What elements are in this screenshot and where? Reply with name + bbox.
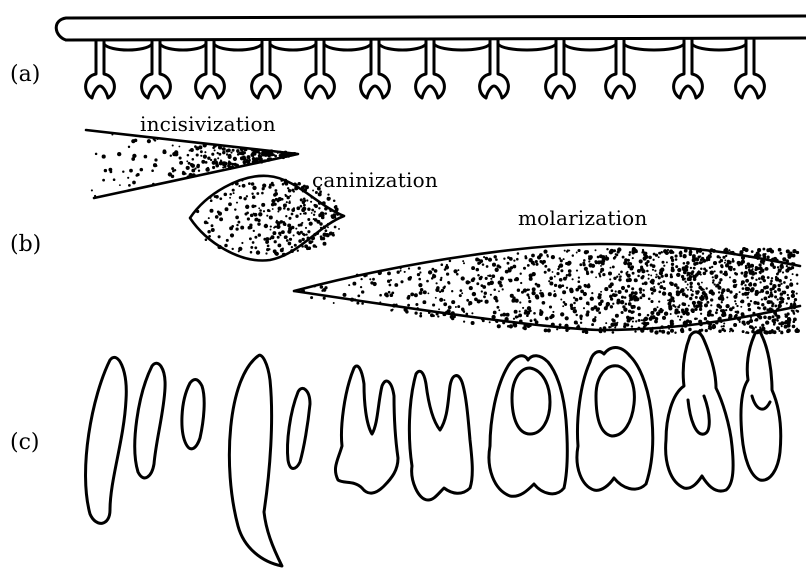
incisivization-field xyxy=(86,130,298,198)
panel-label-c: (c) xyxy=(10,432,40,454)
lamina-band-top xyxy=(56,16,806,40)
incisor-3 xyxy=(182,380,204,449)
premolar-1 xyxy=(287,388,310,468)
lamina-arch xyxy=(104,44,152,50)
lamina-arch xyxy=(270,44,316,50)
lamina-arch xyxy=(324,44,371,50)
molarization-stipple xyxy=(301,247,800,335)
lamina-arch xyxy=(624,44,684,50)
molarization-field xyxy=(294,244,800,335)
tooth-buds xyxy=(86,40,765,98)
premolar-2 xyxy=(335,366,398,493)
lamina-arch xyxy=(564,44,616,50)
caninization-label: caninization xyxy=(312,170,438,190)
lamina-arch xyxy=(498,44,556,50)
premolar-3 xyxy=(409,371,472,500)
lamina-arch xyxy=(379,44,426,50)
dental-lamina xyxy=(56,16,806,40)
molar-4 xyxy=(741,332,781,481)
molar-2 xyxy=(577,348,653,491)
canine xyxy=(229,355,282,566)
incisor-1 xyxy=(86,357,127,523)
tooth-row xyxy=(86,332,781,567)
molarization-label: molarization xyxy=(518,208,648,228)
incisor-2 xyxy=(135,363,165,478)
molar-1 xyxy=(489,356,567,497)
molar-3 xyxy=(666,332,733,491)
lamina-arch xyxy=(160,44,206,50)
incisivization-label: incisivization xyxy=(140,114,276,134)
lamina-arch xyxy=(692,44,746,50)
panel-label-a: (a) xyxy=(10,64,40,86)
lamina-band-bottom xyxy=(66,38,806,40)
lamina-arch xyxy=(214,44,262,50)
morphogenetic-fields xyxy=(86,130,800,335)
panel-label-b: (b) xyxy=(10,234,41,256)
lamina-arch xyxy=(434,44,490,50)
